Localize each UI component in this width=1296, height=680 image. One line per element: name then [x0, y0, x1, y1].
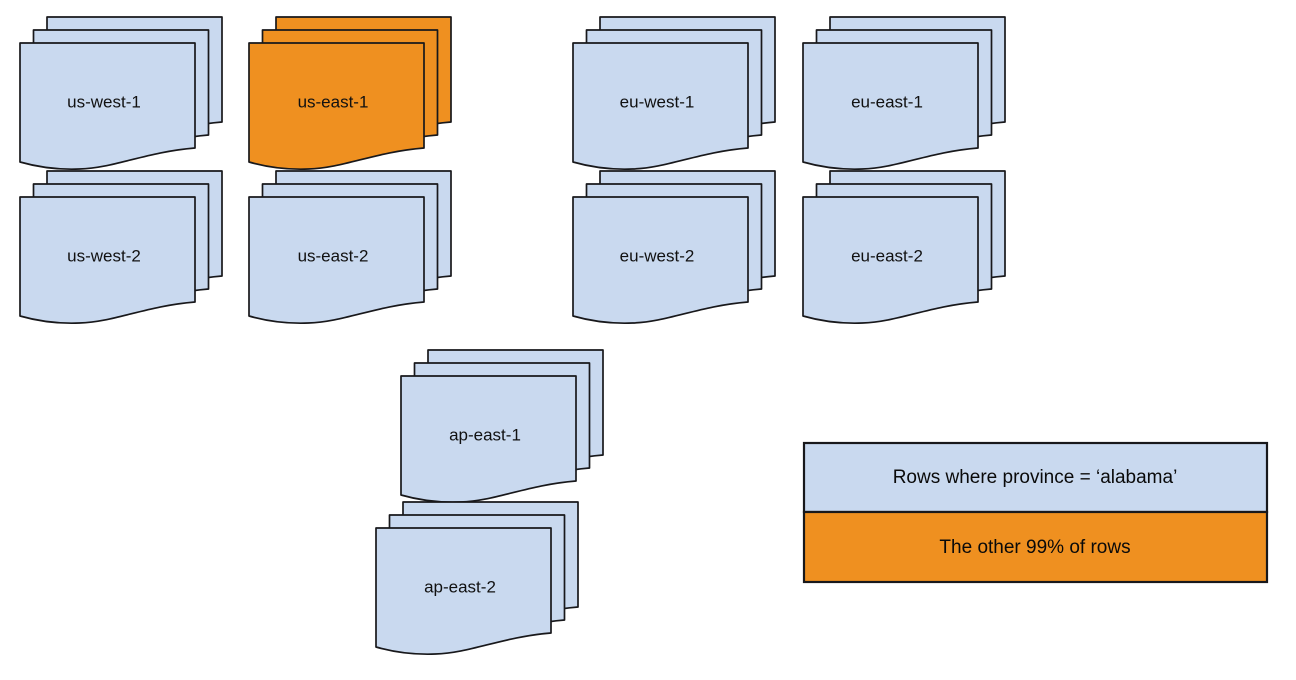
document-sheet-front	[572, 196, 749, 325]
document-stack-ap-east-1[interactable]: ap-east-1	[400, 349, 604, 504]
document-sheet-front	[572, 42, 749, 171]
document-stack-label-us-east-1: us-east-1	[298, 92, 369, 111]
legend: Rows where province = ‘alabama’ The other…	[802, 441, 1269, 584]
document-sheet-front	[19, 196, 196, 325]
document-sheet-front	[375, 527, 552, 656]
document-sheet-front	[248, 42, 425, 171]
legend-row-blue-label: Rows where province = ‘alabama’	[893, 467, 1178, 488]
legend-row-orange-swatch	[802, 510, 1269, 584]
document-sheet-front	[248, 196, 425, 325]
document-stack-label-ap-east-1: ap-east-1	[449, 425, 521, 444]
document-stack-us-west-1[interactable]: us-west-1	[19, 16, 223, 171]
document-stack-label-eu-east-2: eu-east-2	[851, 246, 923, 265]
document-sheet-front	[802, 42, 979, 171]
legend-row-orange-label: The other 99% of rows	[939, 537, 1130, 558]
document-stack-groups: us-west-1 us-east-1 eu-west-1 eu-east-1 us-w…	[19, 16, 1006, 656]
document-stack-eu-west-2[interactable]: eu-west-2	[572, 170, 776, 325]
document-stack-label-eu-west-1: eu-west-1	[620, 92, 695, 111]
document-stack-ap-east-2[interactable]: ap-east-2	[375, 501, 579, 656]
document-sheet-front	[19, 42, 196, 171]
document-stack-eu-west-1[interactable]: eu-west-1	[572, 16, 776, 171]
legend-row-blue-swatch	[802, 441, 1269, 514]
document-stack-label-ap-east-2: ap-east-2	[424, 577, 496, 596]
document-stack-label-us-east-2: us-east-2	[298, 246, 369, 265]
document-stack-eu-east-1[interactable]: eu-east-1	[802, 16, 1006, 171]
document-stack-label-us-west-1: us-west-1	[67, 92, 141, 111]
document-stack-label-us-west-2: us-west-2	[67, 246, 141, 265]
document-stack-us-east-1[interactable]: us-east-1	[248, 16, 452, 171]
document-stack-us-east-2[interactable]: us-east-2	[248, 170, 452, 325]
document-stack-eu-east-2[interactable]: eu-east-2	[802, 170, 1006, 325]
document-stack-label-eu-west-2: eu-west-2	[620, 246, 695, 265]
document-sheet-front	[802, 196, 979, 325]
document-stack-label-eu-east-1: eu-east-1	[851, 92, 923, 111]
document-stack-us-west-2[interactable]: us-west-2	[19, 170, 223, 325]
